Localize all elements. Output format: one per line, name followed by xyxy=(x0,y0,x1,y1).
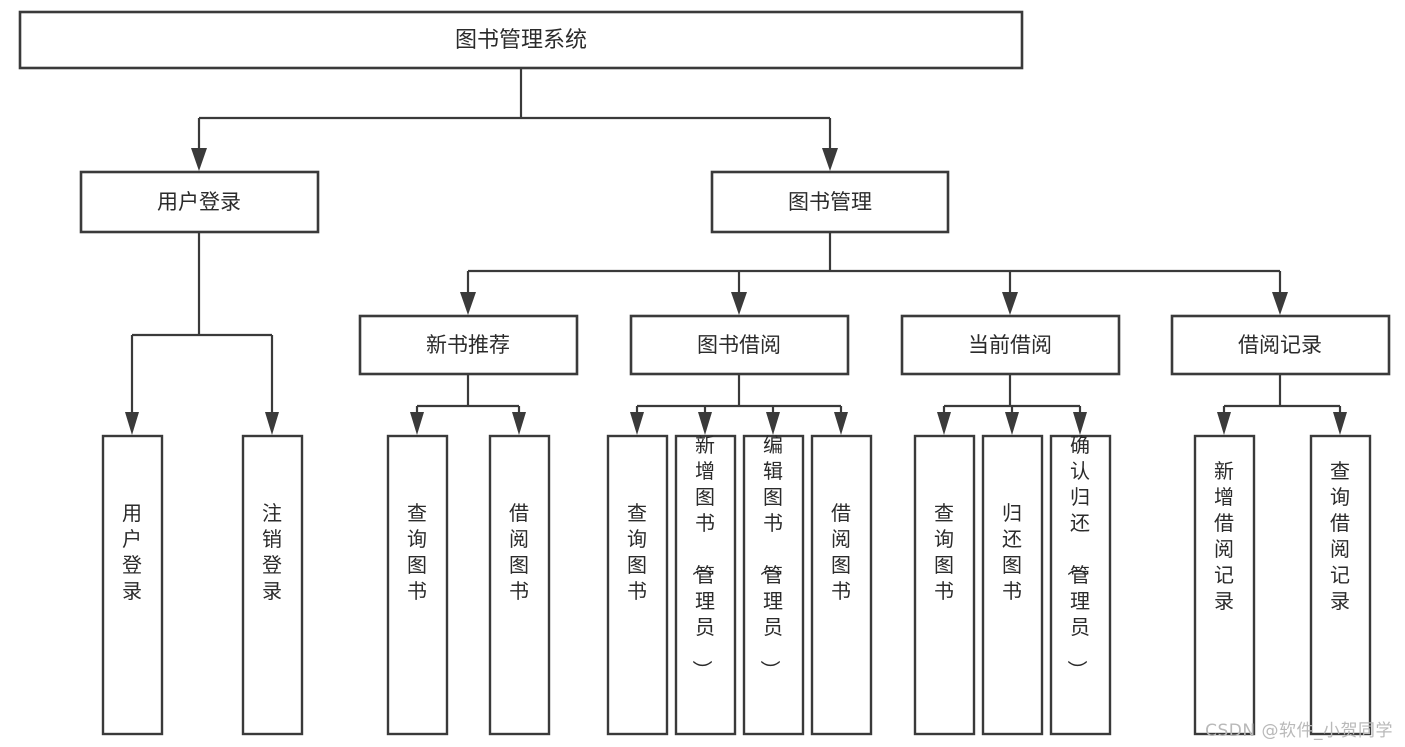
arrowhead-nb-leaf-1 xyxy=(410,412,424,435)
leaf-label: 新增借阅记录 xyxy=(1214,459,1234,613)
node-new-book-recommend-box[interactable] xyxy=(358,314,579,376)
leaf-label: 查询图书 xyxy=(407,501,427,603)
csdn-watermark: CSDN @软件_小贺同学 xyxy=(1205,721,1393,741)
node-book-borrow-label: 图书借阅 xyxy=(697,333,781,357)
leaf-box[interactable] xyxy=(913,434,976,736)
leaf-label: 借阅图书 xyxy=(509,501,529,603)
leaf-box[interactable] xyxy=(101,434,164,736)
arrowhead-book-borrow xyxy=(731,292,747,315)
node-new-book-recommend-label: 新书推荐 xyxy=(426,333,510,357)
node-user-login-box[interactable] xyxy=(79,170,320,234)
node-user-login-label: 用户登录 xyxy=(157,190,241,214)
leaf-label: 查询图书 xyxy=(934,501,954,603)
node-book-management-box[interactable] xyxy=(710,170,950,234)
leaf-box[interactable] xyxy=(1193,434,1256,736)
leaf-label: 查询借阅记录 xyxy=(1330,459,1350,613)
leaf-label: 确认归还（管理员） xyxy=(1065,433,1090,680)
leaf-box[interactable] xyxy=(674,434,737,736)
leaf-node-query-book-nb[interactable]: 查询图书 xyxy=(386,434,449,736)
arrowhead-bb-leaf-3 xyxy=(766,412,780,435)
arrowhead-nb-leaf-2 xyxy=(512,412,526,435)
leaf-node-add-book-admin[interactable]: 新增图书（管理员） xyxy=(674,433,737,736)
leaf-node-borrow-book-nb[interactable]: 借阅图书 xyxy=(488,434,551,736)
leaf-node-query-borrow-record[interactable]: 查询借阅记录 xyxy=(1309,434,1372,736)
connectors-layer xyxy=(125,68,1347,435)
arrowhead-current-borrow xyxy=(1002,292,1018,315)
arrowhead-bb-leaf-4 xyxy=(834,412,848,435)
node-new-book-recommend[interactable]: 新书推荐 xyxy=(358,314,579,376)
leaf-box[interactable] xyxy=(1049,434,1112,736)
arrowhead-leaf-logout xyxy=(265,412,279,435)
arrowhead-bb-leaf-1 xyxy=(630,412,644,435)
node-borrow-record-label: 借阅记录 xyxy=(1238,333,1322,357)
leaf-label: 查询图书 xyxy=(627,501,647,603)
arrowhead-book-mgmt xyxy=(822,148,838,171)
node-root-box[interactable] xyxy=(18,10,1024,70)
node-book-borrow[interactable]: 图书借阅 xyxy=(629,314,850,376)
leaf-node-query-book-cb[interactable]: 查询图书 xyxy=(913,434,976,736)
node-borrow-record-box[interactable] xyxy=(1170,314,1391,376)
leaf-label: 归还图书 xyxy=(1002,501,1022,603)
leaf-node-borrow-book-bb[interactable]: 借阅图书 xyxy=(810,434,873,736)
leaf-node-confirm-return-admin[interactable]: 确认归还（管理员） xyxy=(1049,433,1112,736)
leaf-node-logout[interactable]: 注销登录 xyxy=(241,434,304,736)
leaf-node-user-login[interactable]: 用户登录 xyxy=(101,434,164,736)
leaf-label: 新增图书（管理员） xyxy=(690,433,715,680)
node-current-borrow-box[interactable] xyxy=(900,314,1121,376)
leaf-box[interactable] xyxy=(1309,434,1372,736)
arrowhead-bb-leaf-2 xyxy=(698,412,712,435)
node-book-management[interactable]: 图书管理 xyxy=(710,170,950,234)
arrowhead-br-leaf-2 xyxy=(1333,412,1347,435)
arrowhead-borrow-record xyxy=(1272,292,1288,315)
node-current-borrow[interactable]: 当前借阅 xyxy=(900,314,1121,376)
node-current-borrow-label: 当前借阅 xyxy=(968,333,1052,357)
leaf-label: 编辑图书（管理员） xyxy=(758,433,783,680)
node-borrow-record[interactable]: 借阅记录 xyxy=(1170,314,1391,376)
arrowhead-new-book xyxy=(460,292,476,315)
leaf-node-query-book-bb[interactable]: 查询图书 xyxy=(606,434,669,736)
leaf-box[interactable] xyxy=(386,434,449,736)
leaf-node-edit-book-admin[interactable]: 编辑图书（管理员） xyxy=(742,433,805,736)
leaf-box[interactable] xyxy=(488,434,551,736)
node-book-management-label: 图书管理 xyxy=(788,190,872,214)
leaf-label: 注销登录 xyxy=(262,501,282,603)
arrowhead-cb-leaf-1 xyxy=(937,412,951,435)
leaf-box[interactable] xyxy=(981,434,1044,736)
node-book-borrow-box[interactable] xyxy=(629,314,850,376)
arrowhead-user-login xyxy=(191,148,207,171)
leaf-node-add-borrow-record[interactable]: 新增借阅记录 xyxy=(1193,434,1256,736)
arrowhead-leaf-user-login xyxy=(125,412,139,435)
node-root[interactable]: 图书管理系统 xyxy=(18,10,1024,70)
node-root-label: 图书管理系统 xyxy=(455,28,587,53)
leaf-box[interactable] xyxy=(606,434,669,736)
leaf-box[interactable] xyxy=(241,434,304,736)
leaf-box[interactable] xyxy=(742,434,805,736)
leaf-box[interactable] xyxy=(810,434,873,736)
arrowhead-cb-leaf-3 xyxy=(1073,412,1087,435)
node-user-login[interactable]: 用户登录 xyxy=(79,170,320,234)
leaf-label: 借阅图书 xyxy=(831,501,851,603)
arrowhead-br-leaf-1 xyxy=(1217,412,1231,435)
leaf-node-return-book[interactable]: 归还图书 xyxy=(981,434,1044,736)
arrowhead-cb-leaf-2 xyxy=(1005,412,1019,435)
leaf-label: 用户登录 xyxy=(122,501,142,603)
leaves-layer: 用户登录 注销登录 查询图书 借阅图书 查询图书 新增图书 xyxy=(101,433,1372,736)
